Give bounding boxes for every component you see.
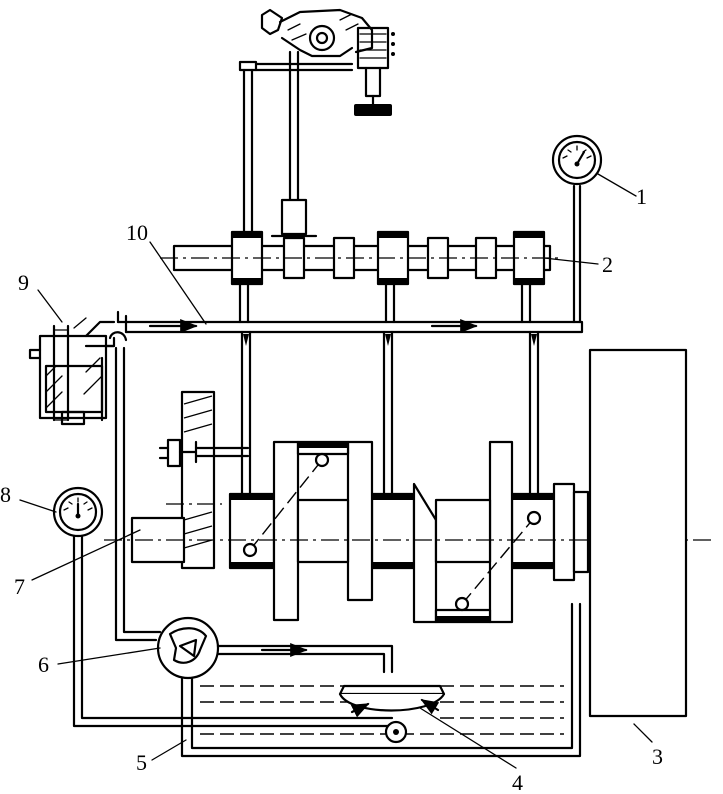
crankshaft xyxy=(104,390,712,624)
main-oil-gallery xyxy=(116,184,584,334)
label-7: 7 xyxy=(14,574,25,599)
camshaft xyxy=(160,198,560,286)
label-5: 5 xyxy=(136,750,147,775)
label-4: 4 xyxy=(512,770,523,794)
label-2: 2 xyxy=(602,252,613,277)
label-9: 9 xyxy=(18,270,29,295)
oil-strainer xyxy=(338,684,446,744)
oil-filter xyxy=(28,317,162,642)
oil-pump xyxy=(156,602,582,758)
label-8: 8 xyxy=(0,482,11,507)
label-10: 10 xyxy=(126,220,148,245)
label-6: 6 xyxy=(38,652,49,677)
rocker-arm-assembly xyxy=(238,8,395,202)
part-labels: 1 2 3 4 5 6 7 8 9 10 xyxy=(0,184,663,794)
leader-lines xyxy=(19,173,653,769)
label-3: 3 xyxy=(652,744,663,769)
main-bearing-feeds xyxy=(240,330,540,498)
rocker-oil-line xyxy=(242,68,254,234)
oil-pressure-gauge-1 xyxy=(551,134,603,186)
flywheel-housing xyxy=(588,348,688,718)
label-1: 1 xyxy=(636,184,647,209)
